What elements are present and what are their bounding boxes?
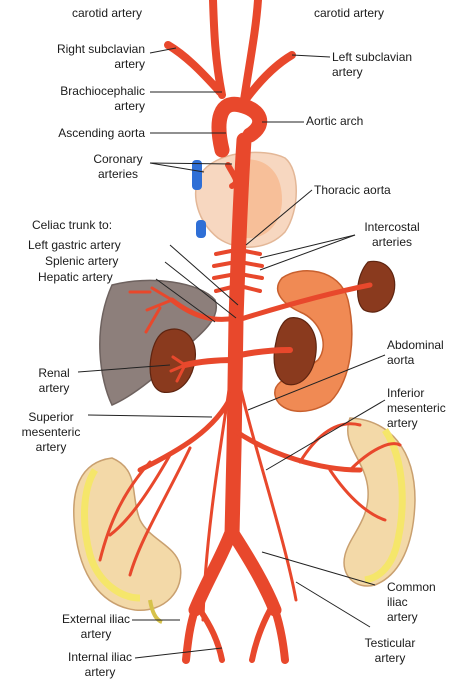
label-thoracic-aorta: Thoracic aorta bbox=[314, 183, 391, 198]
label-right-subclavian: Right subclavian artery bbox=[40, 42, 145, 72]
label-internal-iliac: Internal iliac artery bbox=[52, 650, 148, 680]
label-external-iliac: External iliac artery bbox=[48, 612, 144, 642]
leader-internal-iliac bbox=[135, 648, 222, 658]
label-common-iliac: Common iliac artery bbox=[387, 580, 436, 625]
label-coronary: Coronary arteries bbox=[86, 152, 150, 182]
label-ascending-aorta: Ascending aorta bbox=[30, 126, 145, 141]
label-testicular: Testicular artery bbox=[360, 636, 420, 666]
label-intercostal: Intercostal arteries bbox=[357, 220, 427, 250]
label-inferior-mesenteric: Inferior mesenteric artery bbox=[387, 386, 446, 431]
inferior-vena-cava bbox=[196, 220, 206, 238]
external-iliac-right bbox=[186, 610, 195, 660]
label-right-carotid: carotid artery bbox=[72, 6, 142, 21]
common-iliac-left bbox=[234, 535, 275, 610]
internal-iliac-left bbox=[252, 610, 270, 660]
leader-testicular bbox=[296, 582, 370, 627]
label-abdominal-aorta: Abdominal aorta bbox=[387, 338, 444, 368]
label-left-gastric: Left gastric artery bbox=[28, 238, 121, 253]
label-celiac-trunk: Celiac trunk to: bbox=[32, 218, 112, 233]
label-left-subclavian: Left subclavian artery bbox=[332, 50, 412, 80]
superior-vena-cava bbox=[192, 160, 202, 190]
label-splenic: Splenic artery bbox=[45, 254, 118, 269]
leader-superior-mesenteric bbox=[88, 415, 212, 417]
descending-aorta bbox=[232, 140, 244, 535]
renal-right bbox=[185, 360, 234, 365]
external-iliac-left bbox=[275, 610, 285, 660]
label-left-carotid: carotid artery bbox=[314, 6, 384, 21]
label-superior-mesenteric: Superior mesenteric artery bbox=[14, 410, 88, 455]
label-brachiocephalic: Brachiocephalic artery bbox=[40, 84, 145, 114]
right-kidney bbox=[150, 329, 195, 392]
common-iliac-right bbox=[195, 535, 230, 610]
label-renal: Renal artery bbox=[30, 366, 78, 396]
label-aortic-arch: Aortic arch bbox=[306, 114, 363, 129]
leader-left-subclavian bbox=[292, 55, 330, 57]
label-hepatic: Hepatic artery bbox=[38, 270, 113, 285]
